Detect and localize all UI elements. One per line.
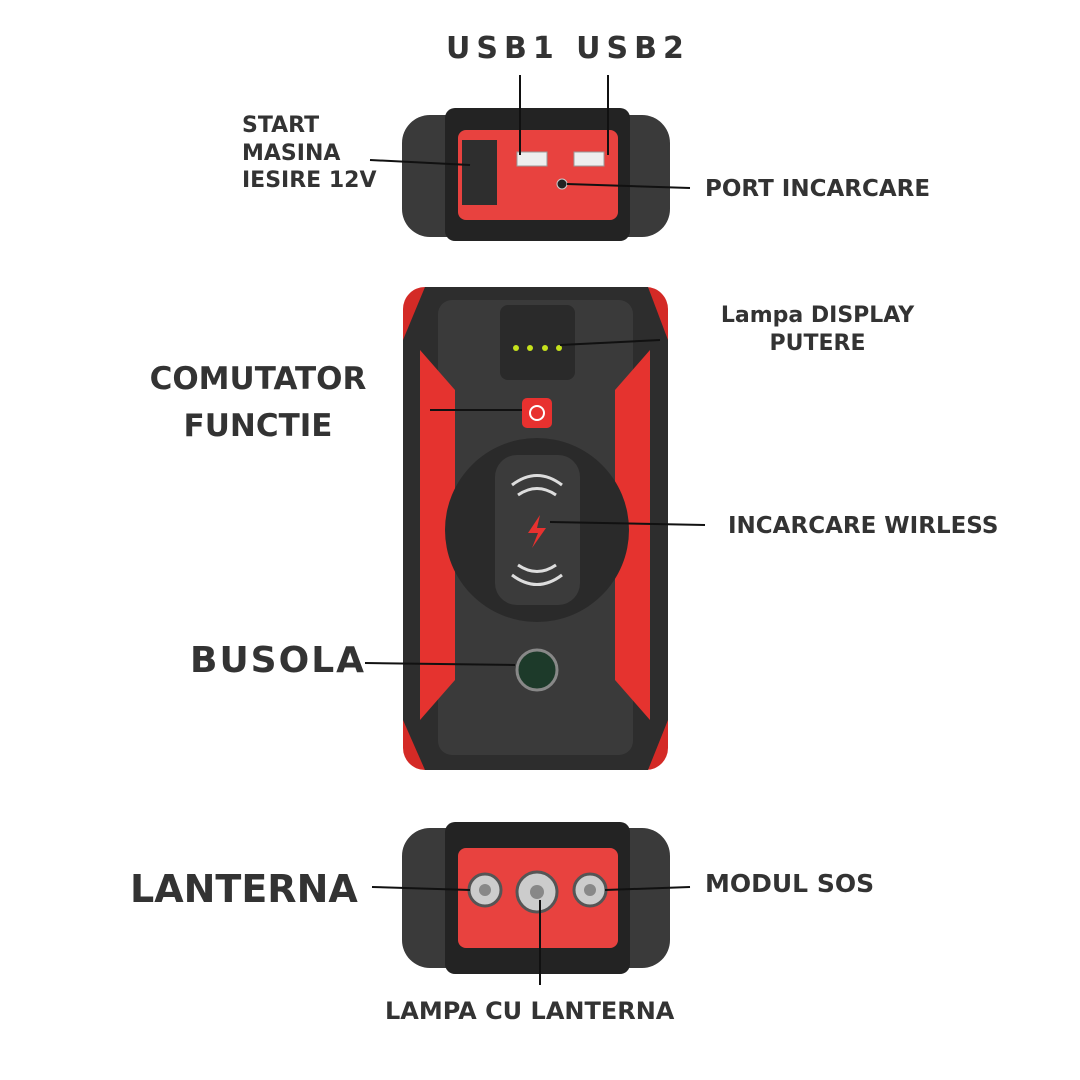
device-top-view — [402, 108, 670, 241]
wireless-charging-label: INCARCARE WIRLESS — [728, 513, 999, 539]
start-label-line2: MASINA — [242, 140, 341, 166]
compass-label: BUSOLA — [190, 640, 367, 681]
device-bottom-view — [402, 822, 670, 974]
power-display-label: Lampa DISPLAY PUTERE — [715, 302, 920, 357]
flashlight-label: LANTERNA — [130, 867, 358, 911]
power-display-line2: PUTERE — [769, 330, 866, 356]
function-switch-line2: FUNCTIE — [183, 407, 333, 444]
charging-port-label: PORT INCARCARE — [705, 176, 931, 202]
lamp-label: LAMPA CU LANTERNA — [385, 997, 675, 1025]
start-label-line1: START — [242, 113, 320, 138]
leader-lines — [364, 75, 706, 985]
device-front-view — [403, 287, 668, 770]
power-display-line1: Lampa DISPLAY — [720, 303, 915, 328]
function-switch-label: COMUTATOR FUNCTIE — [140, 356, 376, 449]
start-label: START MASINA IESIRE 12V — [242, 112, 377, 195]
sos-mode-label: MODUL SOS — [705, 869, 875, 898]
function-switch-line1: COMUTATOR — [149, 361, 367, 397]
usb-ports-label: USB1 USB2 — [446, 31, 690, 66]
start-label-line3: IESIRE 12V — [242, 168, 377, 193]
